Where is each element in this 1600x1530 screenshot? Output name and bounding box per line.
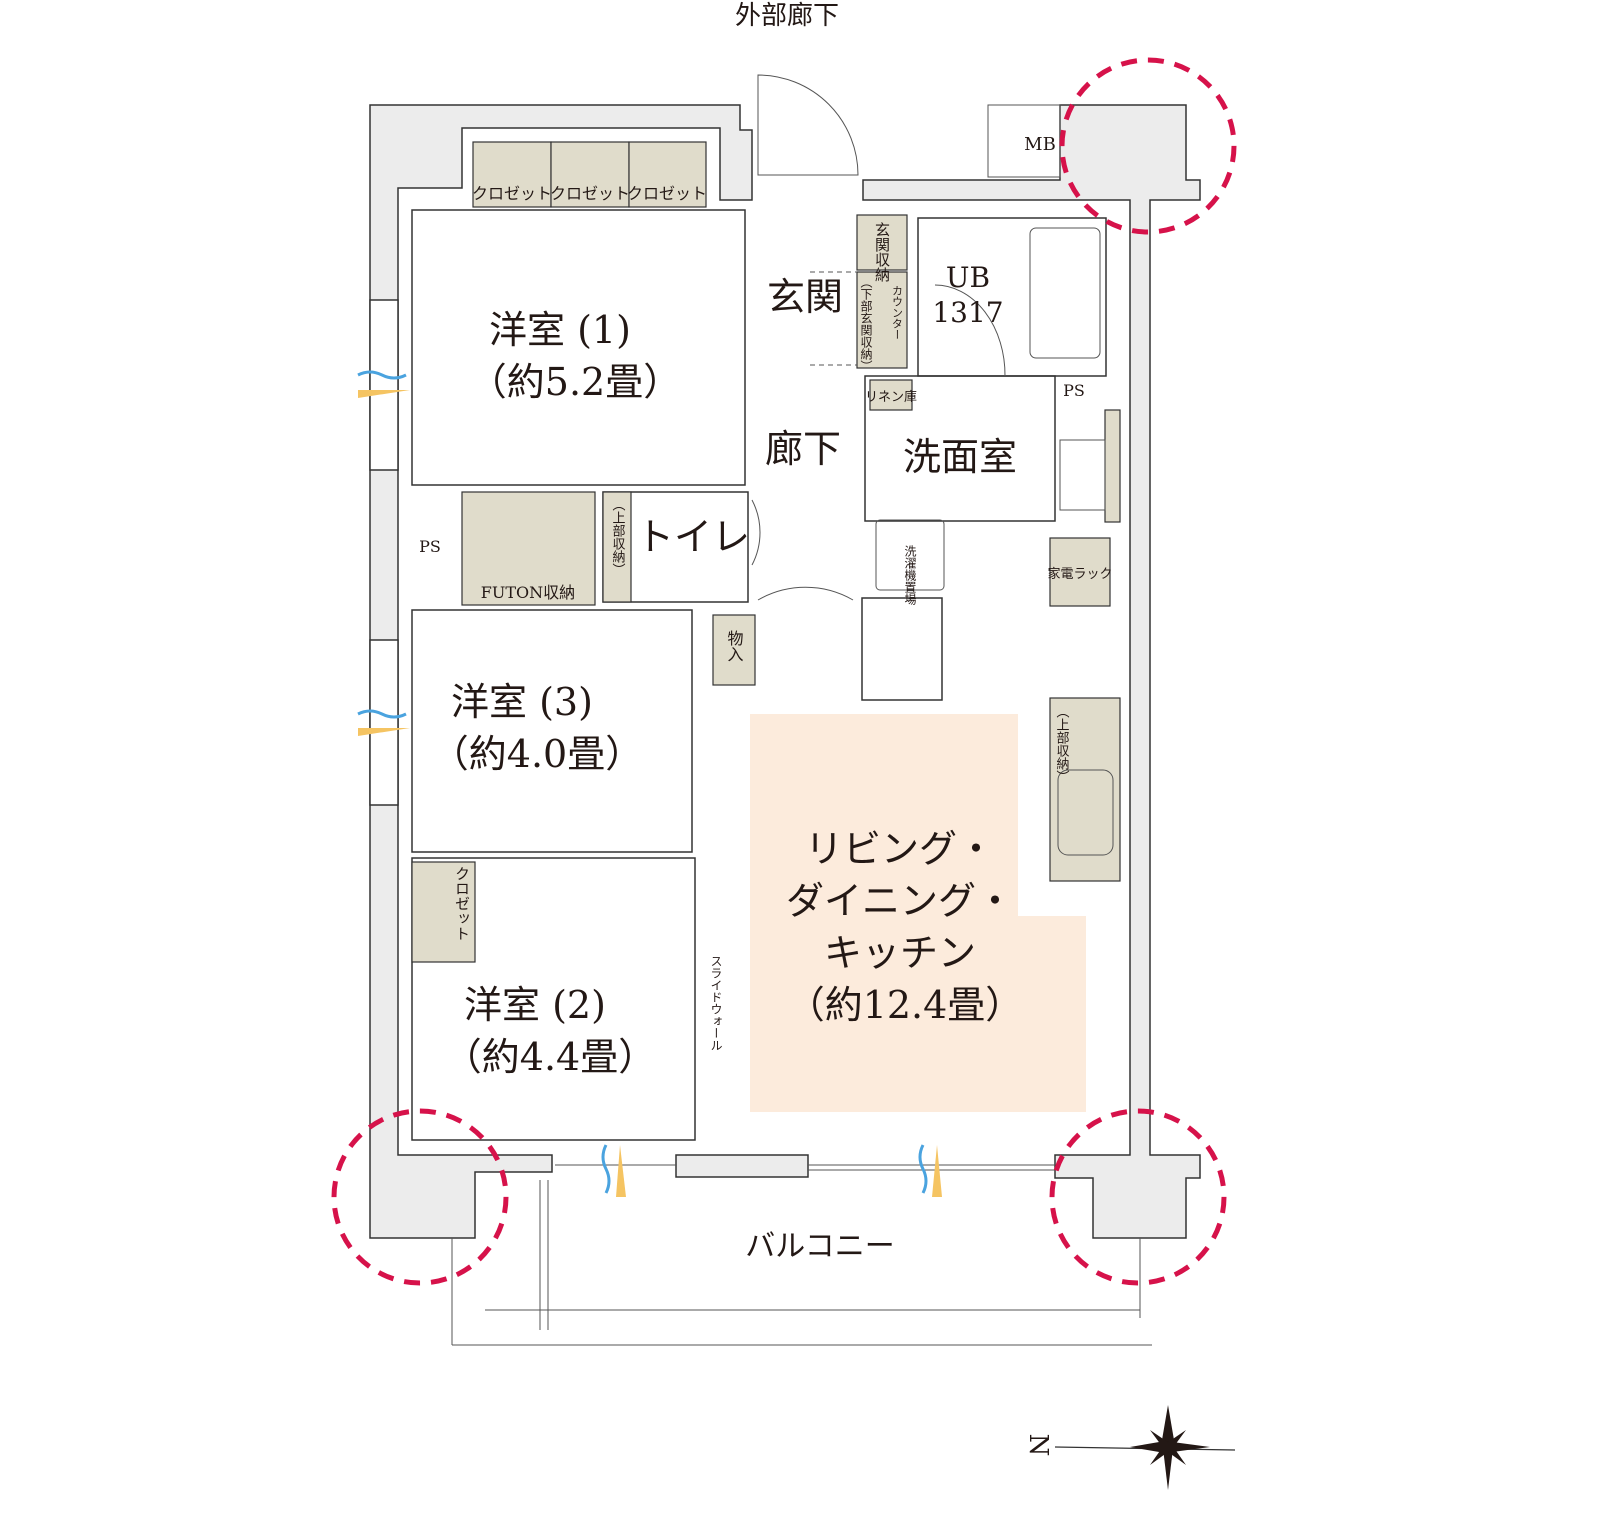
ldk-line2: ダイニング・ <box>786 879 1014 923</box>
ub-size-label: 1317 <box>932 296 1003 329</box>
mb-label: MB <box>1024 134 1056 155</box>
washer-space-label: 洗濯機置場 <box>903 545 917 606</box>
storage-label: 物入 <box>725 630 744 662</box>
ps-label-right: PS <box>1063 381 1085 400</box>
western-room-2-name: 洋室 (2) <box>464 983 606 1027</box>
western-room-2-size: （約4.4畳） <box>444 1035 656 1079</box>
futon-storage-label: FUTON収納 <box>481 583 575 602</box>
western-room-1 <box>411 209 746 486</box>
western-room-3 <box>411 609 693 853</box>
ps-label-left: PS <box>419 537 441 556</box>
doors <box>751 74 1006 601</box>
appliance-rack-label: 家電ラック <box>1047 566 1112 582</box>
walls <box>369 104 1201 1239</box>
highlight-circle-ne <box>1059 57 1237 235</box>
closet-label-1: クロゼット <box>472 184 552 203</box>
balcony-rails <box>451 1164 1152 1346</box>
balcony-label: バルコニー <box>745 1229 894 1264</box>
western-room-3-size: （約4.0畳） <box>431 732 643 776</box>
ldk-size: （約12.4畳） <box>787 983 1024 1027</box>
western-room-3-name: 洋室 (3) <box>451 680 593 724</box>
wind-light-icons <box>357 370 942 1197</box>
compass-icon <box>1054 1405 1236 1490</box>
ldk-line1: リビング・ <box>805 827 995 871</box>
lower-entrance-storage-label: （下部玄関収納） <box>859 276 873 372</box>
closet-label-room2: クロゼット <box>453 866 471 941</box>
kitchen-upper-storage-label: （上部収納） <box>1054 705 1070 783</box>
ub-label: UB <box>946 261 990 294</box>
closet-label-2: クロゼット <box>550 184 630 203</box>
toilet-upper-storage-label: （上部収納） <box>610 498 626 576</box>
highlight-circle-se <box>1049 1108 1227 1286</box>
storage-blocks <box>411 141 1121 963</box>
entrance-storage-label: 玄関収納 <box>873 222 891 283</box>
outer-corridor-label: 外部廊下 <box>735 1 839 31</box>
highlight-circle-sw <box>331 1108 509 1286</box>
ldk-line3: キッチン <box>824 931 976 975</box>
slide-wall-label: スライドウォール <box>709 955 723 1051</box>
toilet-label: トイレ <box>636 515 750 559</box>
western-room-1-name: 洋室 (1) <box>489 308 631 352</box>
washroom-label: 洗面室 <box>903 435 1017 479</box>
closet-label-3: クロゼット <box>627 184 707 203</box>
linen-storage-label: リネン庫 <box>865 390 917 405</box>
ldk-area <box>750 714 1086 1112</box>
western-room-1-size: （約5.2畳） <box>469 360 681 404</box>
north-label: N <box>1023 1434 1053 1457</box>
hallway-label: 廊下 <box>765 427 841 471</box>
entrance-label: 玄関 <box>767 275 843 319</box>
counter-label: カウンター <box>891 285 904 340</box>
